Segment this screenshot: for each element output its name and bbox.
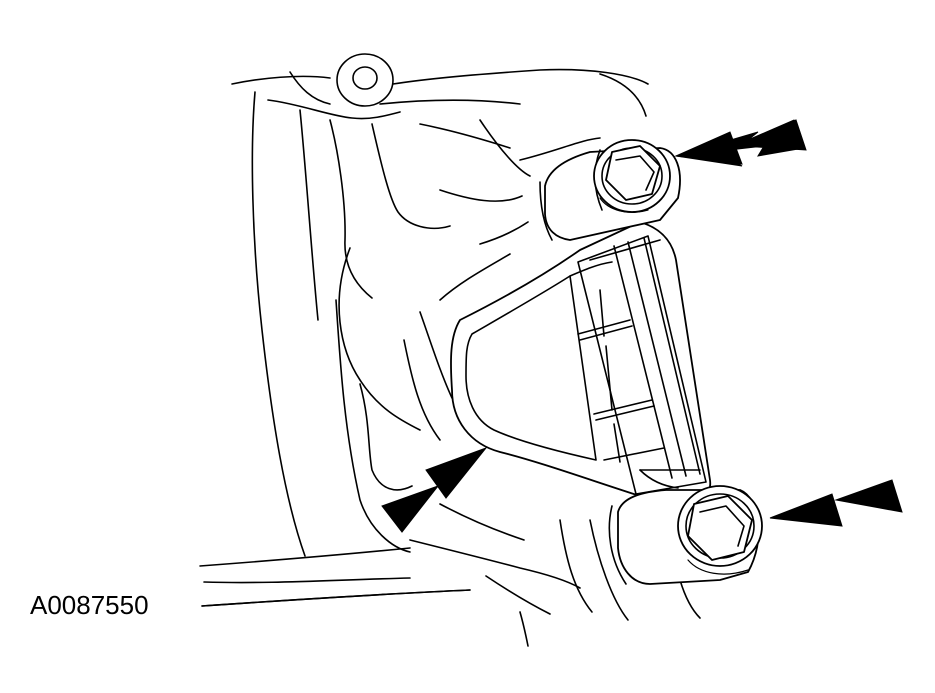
figure-id-leader-line xyxy=(201,589,471,607)
arrow-upper-bolt xyxy=(674,119,807,167)
arrow-bracket xyxy=(381,446,488,533)
figure-id-label: A0087550 xyxy=(30,590,149,620)
engine-housing-outline xyxy=(199,53,701,647)
figure-id-callout: A0087550 xyxy=(30,589,471,620)
lower-bolt xyxy=(677,485,763,575)
upper-bolt xyxy=(593,139,671,213)
arrow-lower-bolt xyxy=(769,479,903,527)
